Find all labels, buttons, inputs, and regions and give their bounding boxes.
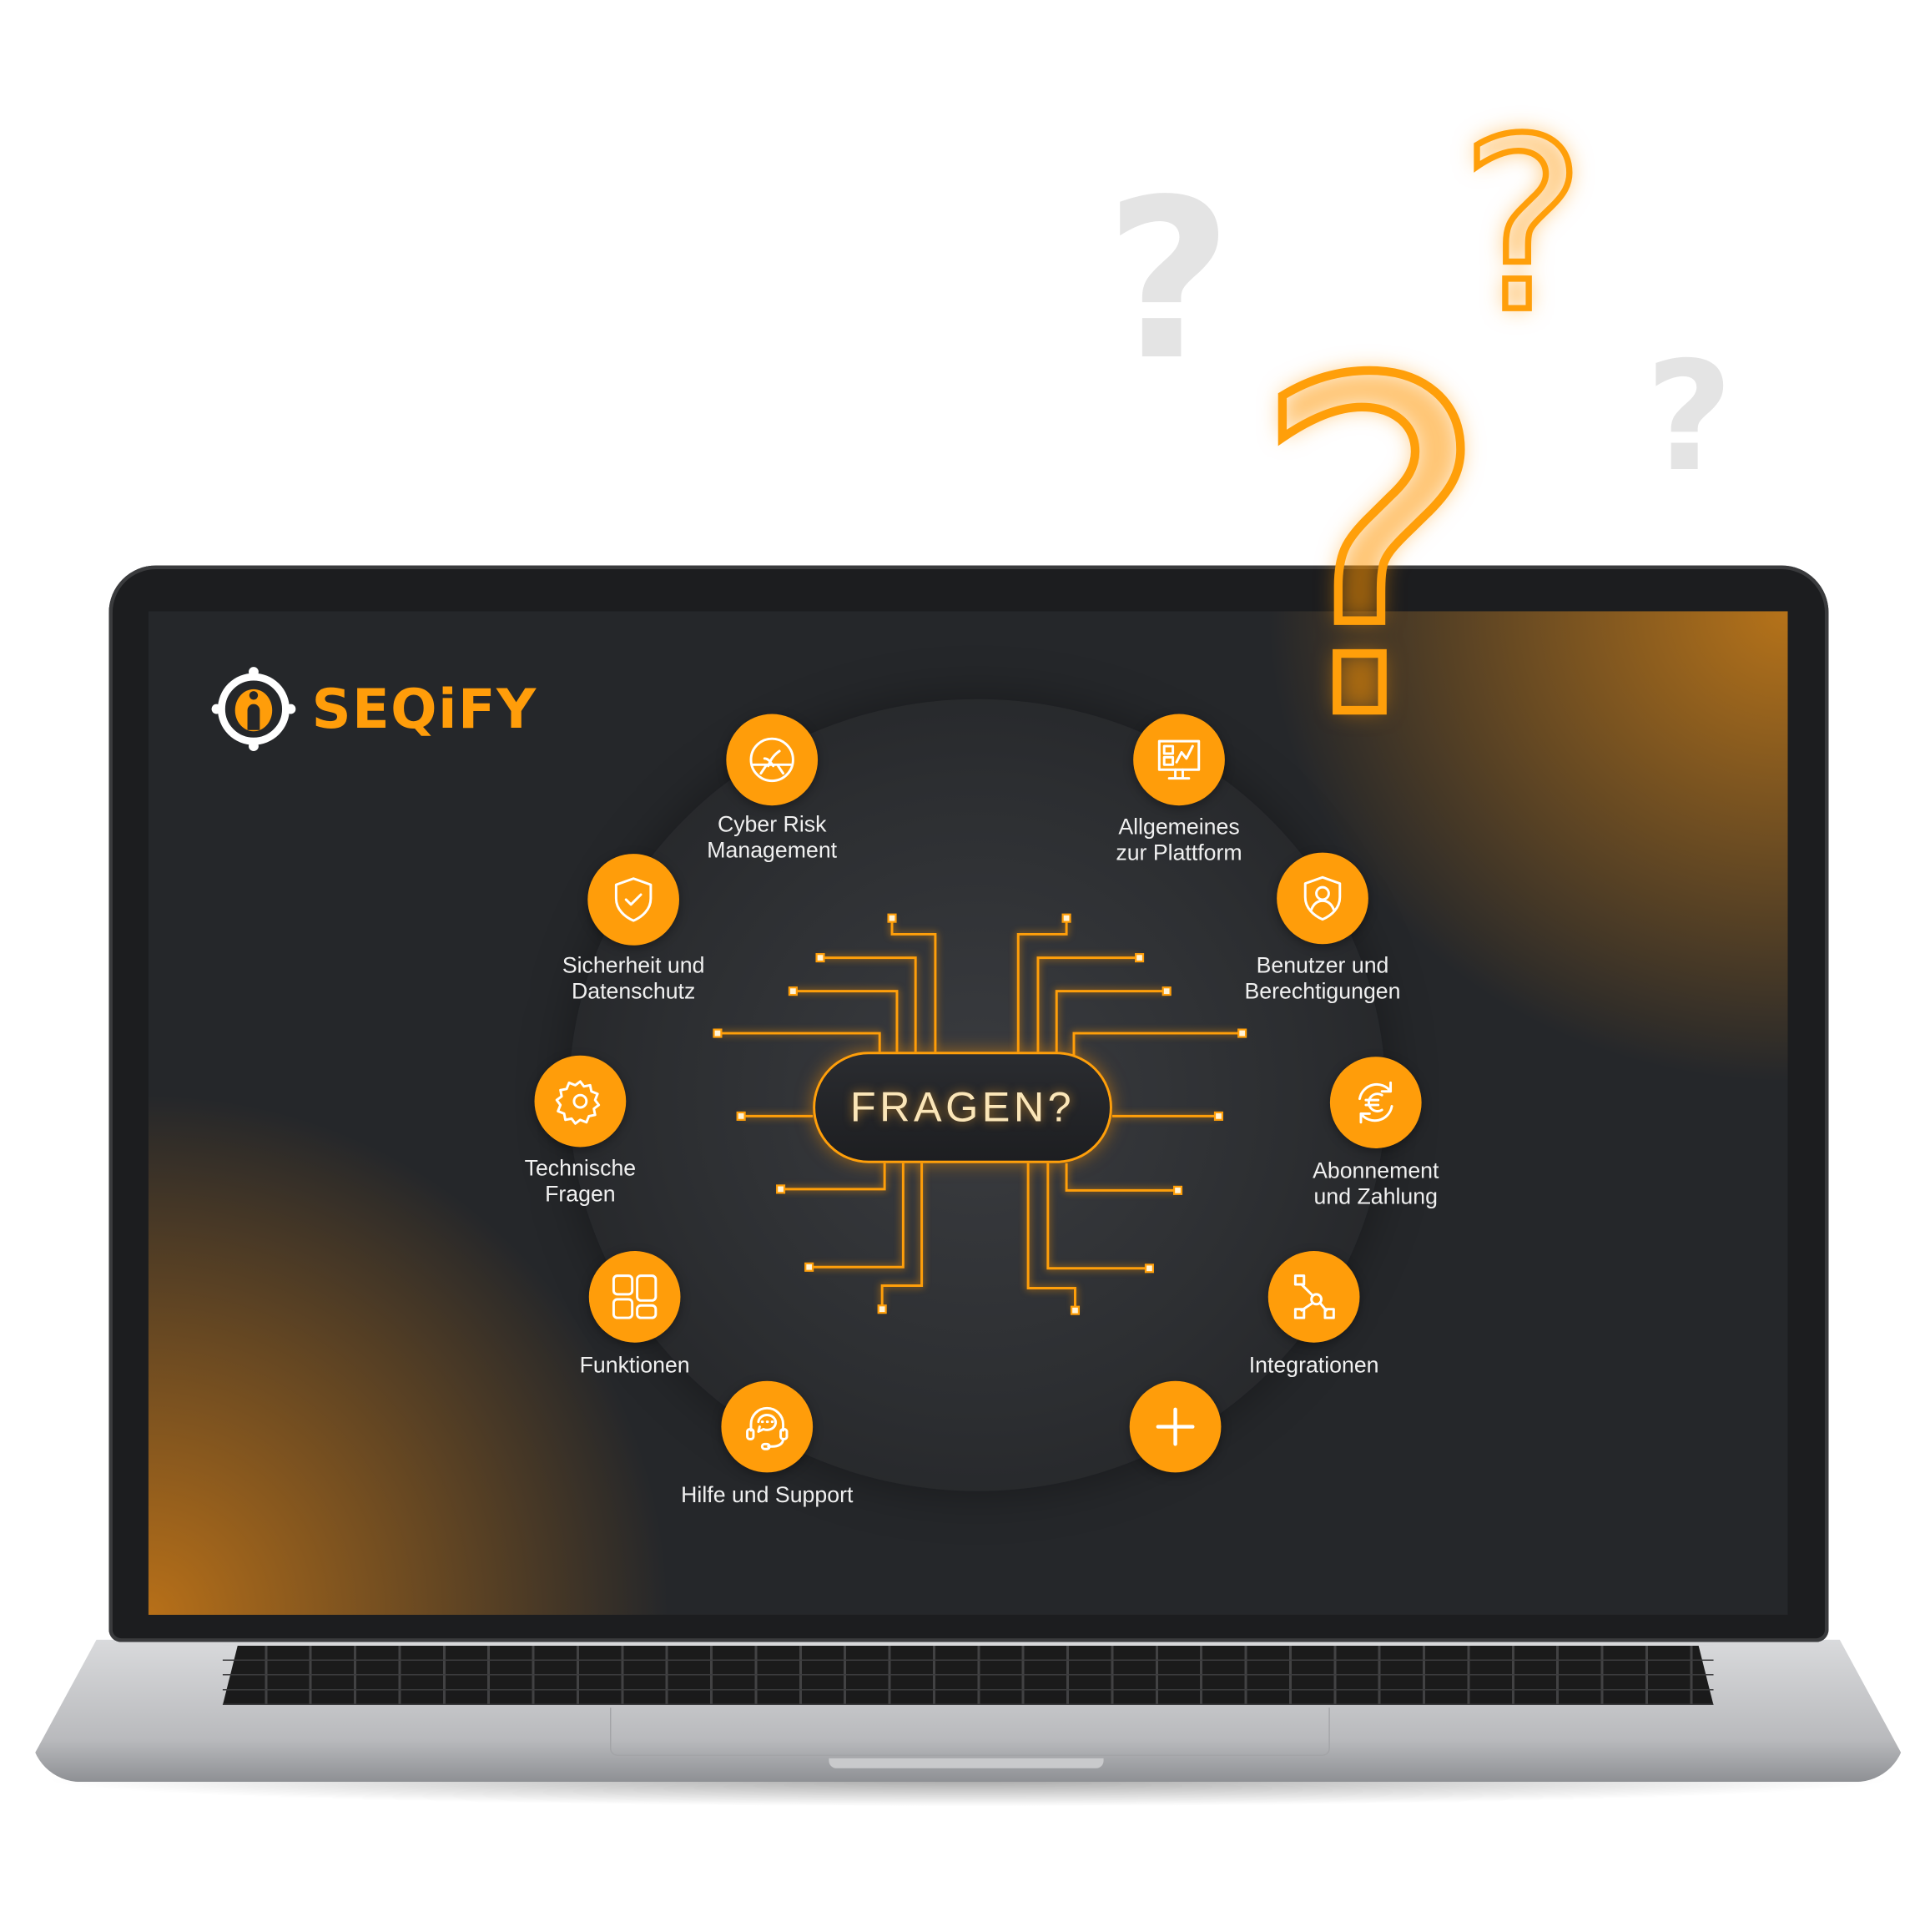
circuit-terminal <box>736 1111 746 1121</box>
circuit-trace <box>880 1163 924 1309</box>
laptop-shadow <box>37 1779 1899 1807</box>
category-label-line: Benutzer und <box>1256 952 1389 978</box>
category-label-line: Cyber Risk <box>717 811 827 837</box>
category-label-line: zur Plattform <box>1116 840 1242 865</box>
category-button-more[interactable] <box>1129 1380 1222 1473</box>
circuit-trace <box>1055 990 1167 1052</box>
question-mark-orange-large: ? <box>1245 286 1497 820</box>
circuit-terminal <box>713 1028 723 1038</box>
category-label-funktionen[interactable]: Funktionen <box>499 1353 771 1379</box>
brand-name: SEQiFY <box>311 677 537 741</box>
category-button-hilfe[interactable] <box>721 1380 814 1473</box>
category-button-sicherheit[interactable] <box>587 854 680 946</box>
circuit-terminal <box>1061 913 1071 923</box>
circuit-terminal <box>1237 1028 1247 1038</box>
circuit-terminal <box>815 953 825 963</box>
monitor-chart-icon <box>1157 739 1201 780</box>
dashboard-gauge-icon <box>749 737 794 783</box>
circuit-terminal <box>1070 1305 1081 1315</box>
category-button-technische[interactable] <box>534 1055 627 1148</box>
fragen-button[interactable]: FRAGEN? <box>813 1052 1112 1163</box>
category-label-hilfe[interactable]: Hilfe und Support <box>631 1482 903 1508</box>
circuit-terminal <box>1172 1185 1183 1195</box>
circuit-terminal <box>804 1262 814 1272</box>
circuit-trace <box>793 990 899 1052</box>
circuit-trace <box>890 918 937 1052</box>
circuit-trace <box>780 1163 886 1191</box>
circuit-trace <box>1036 956 1140 1052</box>
category-label-line: Technische <box>524 1155 637 1181</box>
grid-layout-icon <box>612 1274 658 1319</box>
seqify-logo: SEQiFY <box>210 666 537 753</box>
category-label-line: Hilfe und Support <box>681 1482 854 1507</box>
circuit-terminal <box>1144 1264 1154 1274</box>
crosshair-logo-icon <box>211 667 296 751</box>
question-mark-grey-small: ? <box>1645 329 1733 505</box>
category-button-benutzer[interactable] <box>1277 852 1368 945</box>
circuit-terminal <box>1162 986 1172 996</box>
circuit-trace <box>809 1163 905 1269</box>
category-label-line: Sicherheit und <box>562 952 705 978</box>
category-label-integrationen[interactable]: Integrationen <box>1178 1353 1450 1379</box>
category-label-line: Funktionen <box>579 1352 690 1378</box>
circuit-trace <box>820 956 917 1052</box>
circuit-trace <box>1016 918 1068 1052</box>
category-button-allgemeines[interactable] <box>1133 714 1225 806</box>
circuit-trace <box>1065 1163 1178 1192</box>
circuit-terminal <box>776 1184 786 1194</box>
category-button-funktionen[interactable] <box>588 1251 681 1343</box>
question-mark-grey-large: ? <box>1105 152 1233 409</box>
headset-chat-icon <box>746 1406 789 1450</box>
circuit-terminal <box>1135 953 1145 963</box>
trackpad <box>609 1708 1330 1756</box>
lid-notch <box>829 1758 1104 1768</box>
circuit-terminal <box>887 913 897 923</box>
user-shield-icon <box>1303 875 1342 921</box>
circuit-trace <box>1046 1163 1150 1270</box>
category-label-line: Management <box>707 837 838 863</box>
question-mark-orange-small: ? <box>1457 88 1590 366</box>
plus-icon <box>1156 1407 1195 1446</box>
euro-refresh-icon <box>1358 1081 1393 1124</box>
category-button-cyber-risk[interactable] <box>726 714 819 806</box>
category-label-line: Allgemeines <box>1118 814 1240 840</box>
circuit-terminal <box>1213 1111 1224 1121</box>
category-label-line: Integrationen <box>1248 1352 1379 1378</box>
circuit-trace <box>717 1032 881 1052</box>
circuit-trace <box>1026 1163 1076 1311</box>
network-nodes-icon <box>1293 1274 1335 1319</box>
circuit-terminal <box>877 1304 887 1314</box>
shield-check-icon <box>614 877 653 922</box>
keyboard-rows <box>222 1645 1714 1706</box>
category-label-line: Berechtigungen <box>1244 978 1401 1004</box>
category-label-line: Datenschutz <box>571 978 696 1004</box>
category-button-integrationen[interactable] <box>1267 1251 1360 1343</box>
category-label-line: Abonnement <box>1313 1158 1439 1183</box>
circuit-terminal <box>788 986 798 996</box>
circuit-trace <box>1072 1032 1242 1060</box>
category-label-line: Fragen <box>545 1181 616 1207</box>
category-button-abonnement[interactable] <box>1329 1057 1422 1148</box>
gear-icon <box>555 1080 601 1125</box>
category-label-line: und Zahlung <box>1313 1183 1438 1209</box>
